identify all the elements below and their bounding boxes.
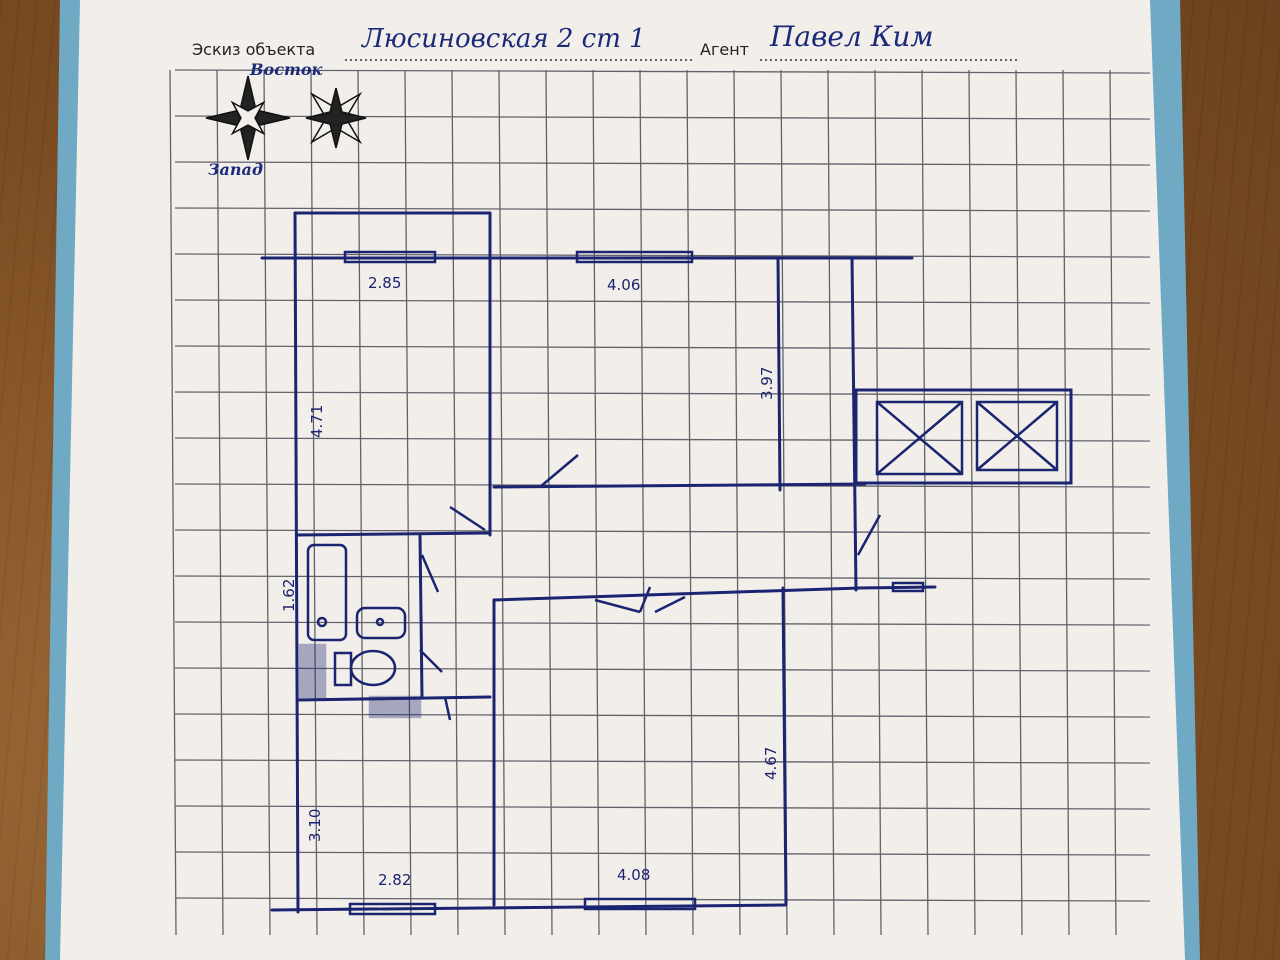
paper-sheet	[60, 0, 1185, 960]
bathroom-fixtures	[298, 543, 422, 719]
compass-rose-left	[205, 75, 291, 161]
hatched-step	[368, 695, 422, 719]
compass-rose-right	[305, 87, 367, 149]
toilet-bowl	[349, 649, 397, 687]
agent-label: Агент	[700, 40, 749, 59]
dim-bottom-window-left: 2.82	[378, 871, 411, 889]
object-label: Эскиз объекта	[192, 40, 316, 59]
object-dotted-line	[345, 59, 695, 61]
door-swings	[419, 454, 882, 721]
window-top-right	[575, 250, 694, 264]
dim-left-wall-top: 4.71	[308, 405, 326, 438]
window-bottom-left	[348, 902, 437, 916]
dim-kitchen-wall: 3.97	[758, 367, 776, 400]
sink	[355, 606, 407, 640]
object-value: Люсиновская 2 ст 1	[362, 24, 646, 54]
window-bottom-right	[583, 897, 697, 911]
dim-right-room-wall: 4.67	[762, 747, 780, 780]
dim-top-window-left: 2.85	[368, 274, 401, 292]
dim-left-wall-bottom: 3.10	[306, 809, 324, 842]
windows	[343, 250, 925, 916]
floor-plan-walls	[260, 211, 1073, 914]
window-hall	[891, 581, 925, 593]
agent-value: Павел Ким	[770, 20, 934, 53]
dim-bottom-window-right: 4.08	[617, 866, 650, 884]
dim-top-window-right: 4.06	[607, 276, 640, 294]
agent-dotted-line	[760, 59, 1020, 61]
elevator-shafts	[875, 400, 1059, 476]
compass-west-label: Запад	[208, 160, 264, 179]
dim-bath-height: 1.62	[280, 579, 298, 612]
hatched-block	[298, 643, 327, 699]
bathtub	[306, 543, 348, 642]
window-top-left	[343, 250, 437, 264]
compass-east-label: Восток	[250, 60, 323, 79]
